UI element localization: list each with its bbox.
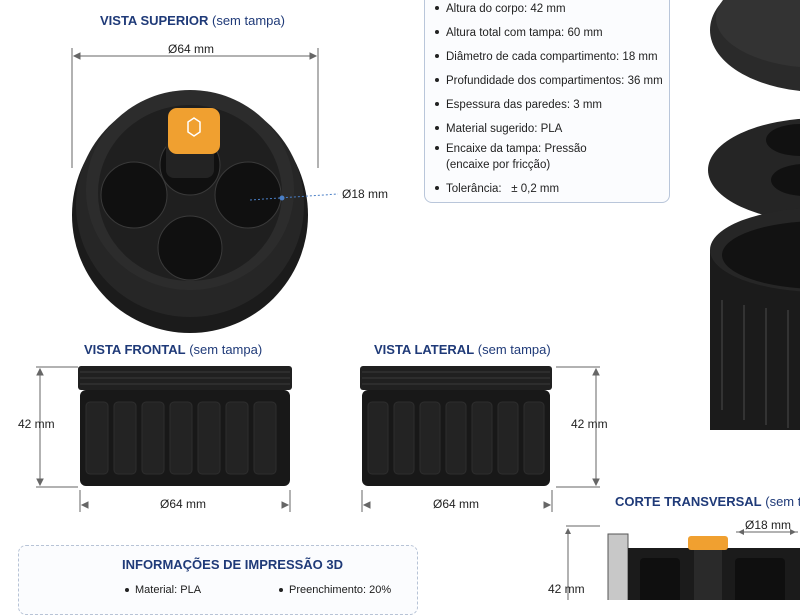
print-info-title: INFORMAÇÕES DE IMPRESSÃO 3D [122,557,344,572]
side-view-title: VISTA LATERAL (sem tampa) [374,342,551,357]
front-view-dimensions [36,366,291,512]
section-view-title: CORTE TRANSVERSAL (sem ta [615,494,800,509]
spec-item: Diâmetro de cada compartimento: 18 mm [435,51,658,63]
compartment-bottom [157,215,223,281]
side-view-width-label: Ø64 mm [433,497,480,511]
spec-item: Profundidade dos compartimentos: 36 mm [435,75,663,87]
specifications-panel: Altura do corpo: 42 mm Altura total com … [424,0,670,203]
front-view-title: VISTA FRONTAL (sem tampa) [84,342,263,357]
top-view-dimension-line [71,48,319,168]
print-info-panel: INFORMAÇÕES DE IMPRESSÃO 3D Material: PL… [18,545,418,615]
spec-item: Tolerância: ± 0,2 mm [435,183,559,195]
front-view-height-label: 42 mm [18,417,55,431]
print-info-infill: Preenchimento: 20% [279,584,391,596]
compartment-right [214,161,282,229]
spec-item: Espessura das paredes: 3 mm [435,99,602,111]
top-view-title: VISTA SUPERIOR (sem tampa) [100,13,285,28]
section-view-height-label: 42 mm [548,582,585,596]
front-view-body [78,366,292,486]
front-view-width-label: Ø64 mm [160,497,207,511]
section-view-diameter-label: Ø18 mm [745,518,792,532]
side-view-height-label: 42 mm [571,417,608,431]
side-view-dimensions [361,366,600,512]
side-view-body [360,366,552,486]
spec-item: Altura do corpo: 42 mm [435,3,566,15]
orange-center-cap [168,108,220,154]
spec-item: Altura total com tampa: 60 mm [435,27,603,39]
top-view-diameter-label: Ø64 mm [168,42,215,56]
spec-item: Encaixe da tampa: Pressão [435,143,587,155]
cross-section-view [565,525,800,600]
compartment-leader [249,193,339,201]
exploded-3d-view [708,0,800,430]
drawing-canvas [36,0,800,600]
top-view-container [72,90,308,333]
spec-item-note: (encaixe por fricção) [446,159,551,171]
top-view-compartment-label: Ø18 mm [342,187,389,201]
compartment-left [100,161,168,229]
spec-item: Material sugerido: PLA [435,123,562,135]
print-info-material: Material: PLA [125,584,201,596]
